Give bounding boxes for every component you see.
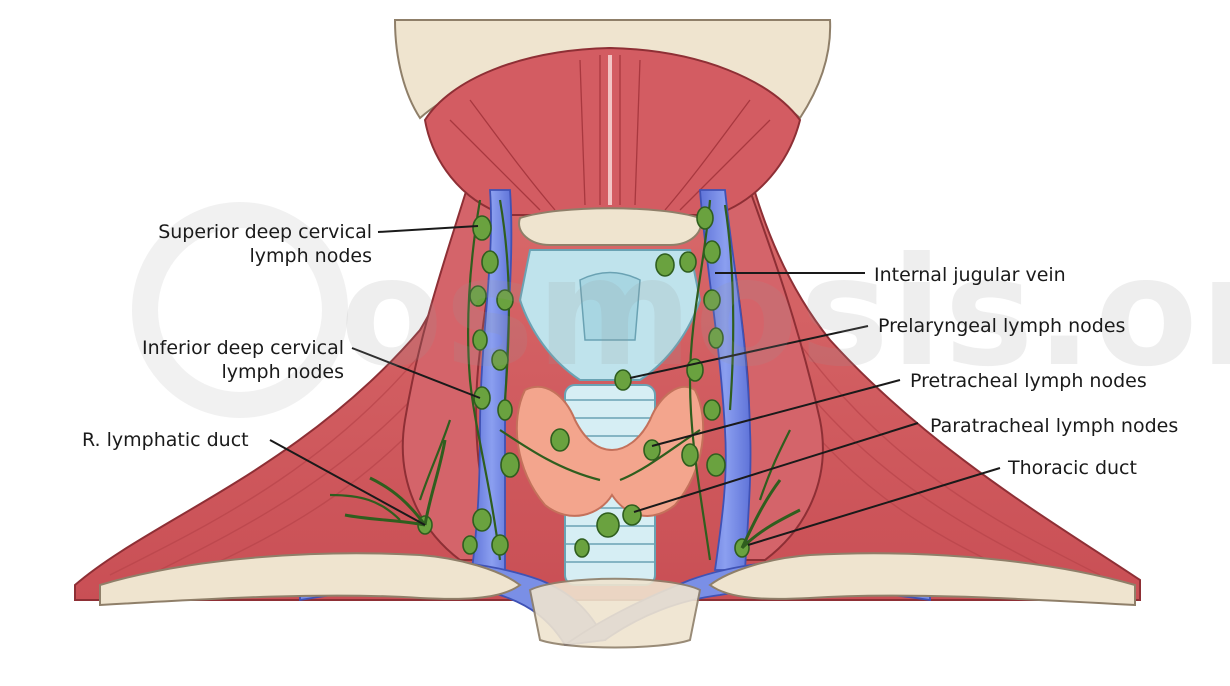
leader-superior-deep [377,225,479,233]
label-pretracheal-text: Pretracheal lymph nodes [910,370,1147,392]
label-paratracheal-text: Paratracheal lymph nodes [930,415,1179,437]
larynx-notch [579,271,641,341]
label-inferior-deep-cervical: Inferior deep cervical lymph nodes [110,336,344,384]
hyoid-bone [518,207,702,246]
clavicle-left [708,552,1136,607]
lymph-nodes [417,206,750,558]
label-superior-deep-cervical: Superior deep cervical lymph nodes [128,220,372,268]
label-paratracheal-nodes: Paratracheal lymph nodes [930,414,1178,438]
label-inferior-line2: lymph nodes [221,361,345,383]
leader-thoracic-duct [747,467,1001,546]
label-pretracheal-nodes: Pretracheal lymph nodes [910,369,1147,393]
lymphatic-duct-branches [344,439,801,550]
clavicle-right [99,552,522,607]
lymphatic-vessels [329,199,791,561]
label-internal-jugular-vein: Internal jugular vein [874,263,1066,287]
leader-lines [269,225,1001,546]
label-r-lymphatic-duct-text: R. lymphatic duct [82,429,249,451]
label-superior-line2: lymph nodes [249,245,373,267]
label-r-lymphatic-duct: R. lymphatic duct [82,428,249,452]
label-thoracic-duct: Thoracic duct [1008,456,1137,480]
label-inferior-line1: Inferior deep cervical [142,337,344,359]
label-prelaryngeal-nodes: Prelaryngeal lymph nodes [878,314,1125,338]
thyroid-gland [515,385,705,517]
suprahyoid-fibers [449,55,771,211]
muscle-fibers [109,329,1101,576]
leader-pretracheal [651,379,901,447]
label-thoracic-duct-text: Thoracic duct [1008,457,1137,479]
label-internal-jugular-text: Internal jugular vein [874,264,1066,286]
leader-prelaryngeal [629,325,869,379]
leader-paratracheal [633,422,919,513]
sternum-manubrium [528,577,702,649]
leader-r-lymphatic-duct [269,439,426,526]
label-superior-line1: Superior deep cervical [158,221,372,243]
label-prelaryngeal-text: Prelaryngeal lymph nodes [878,315,1126,337]
leader-inferior-deep [351,347,481,399]
